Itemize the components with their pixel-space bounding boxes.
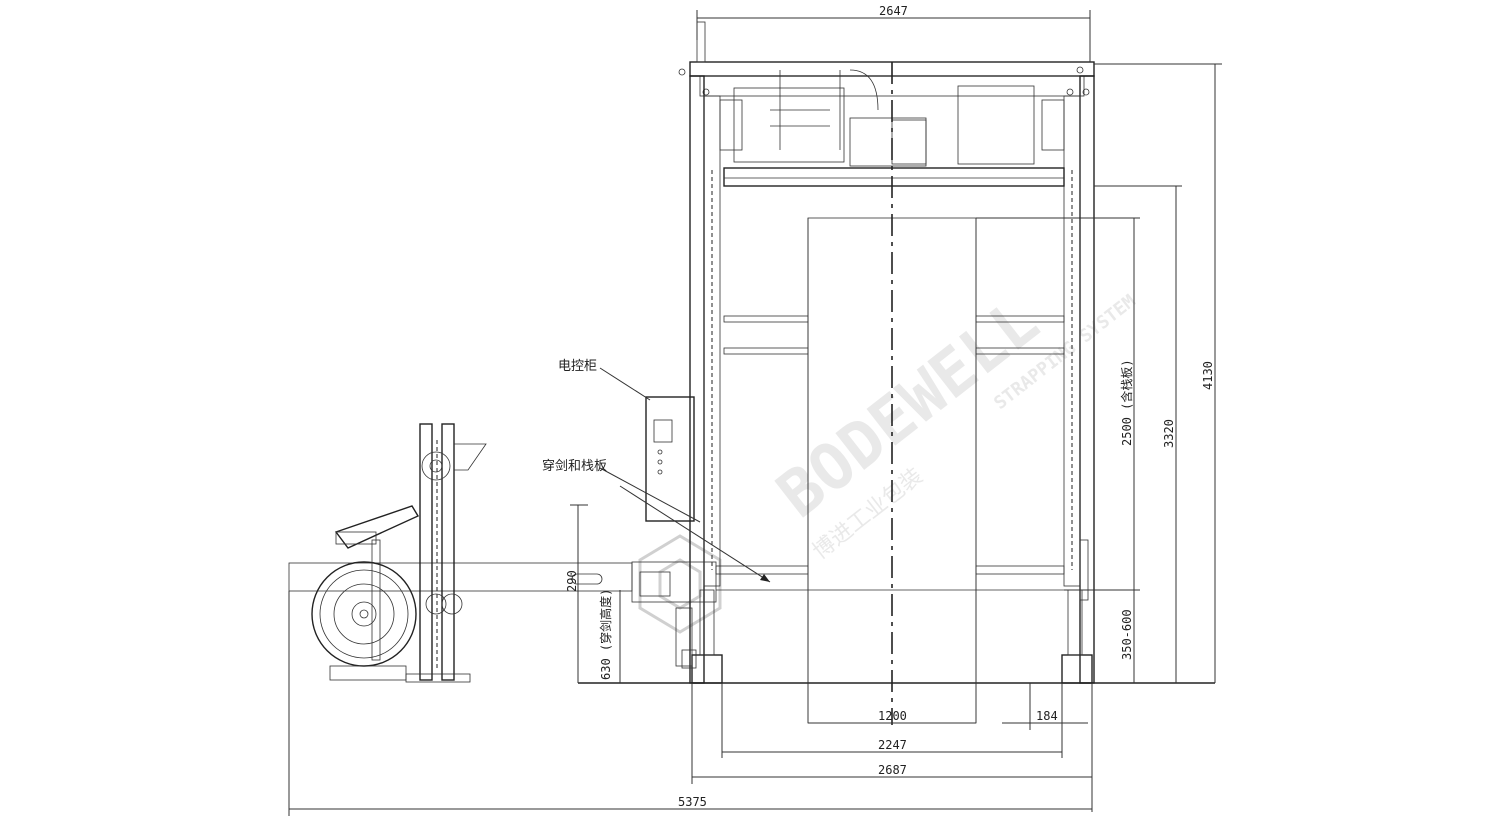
electric-cabinet-body (645, 396, 695, 522)
dim-inner-width: 2247 (878, 738, 907, 752)
dim-pallet-height: 2500 (含栈板) (1119, 359, 1134, 446)
label-electric-cabinet: 电控柜 (558, 359, 597, 374)
dim-lance-height: 630 (穿剑高度) (598, 589, 613, 680)
watermark: BODEWELL STRAPPING SYSTEM 博进工业包装 (638, 285, 1140, 634)
horizontal-dimensions (288, 10, 1093, 816)
dim-side-gap: 184 (1036, 709, 1058, 723)
leader-lines (599, 367, 771, 583)
watermark-logo-icon (638, 534, 722, 634)
dim-outer-width: 2687 (878, 763, 907, 777)
dim-total-height: 4130 (1201, 361, 1215, 390)
strap-dispenser (311, 423, 487, 683)
label-lance-and-pallet: 穿剑和栈板 (542, 458, 607, 474)
dim-inner-height: 3320 (1162, 419, 1176, 448)
dim-center-width: 1200 (878, 709, 907, 723)
lance-track (288, 562, 633, 592)
vertical-dimensions (570, 63, 1222, 683)
dim-conveyor-range: 350-600 (1120, 609, 1134, 660)
dim-lance-offset: 290 (565, 570, 579, 592)
strapping-unit (631, 561, 717, 669)
dim-top-width: 2647 (879, 4, 908, 18)
dim-overall-length: 5375 (678, 795, 707, 809)
